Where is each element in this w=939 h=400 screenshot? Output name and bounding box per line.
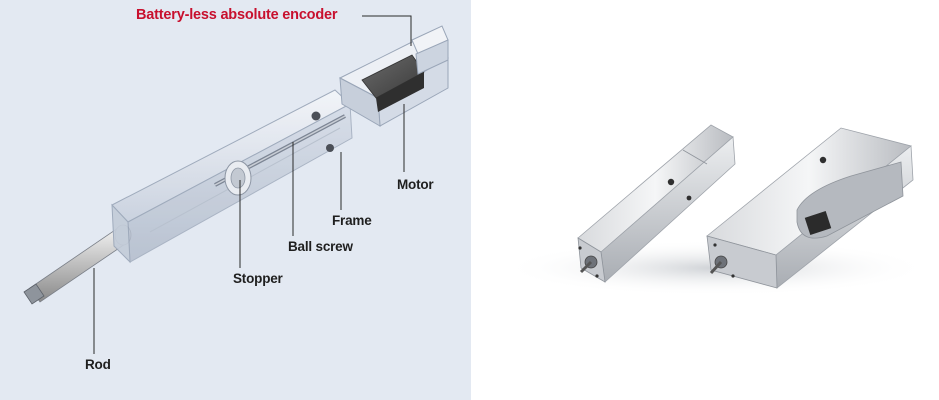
ball-screw-label: Ball screw [288,239,353,254]
wide-actuator-shape [706,127,914,289]
mounting-hole [311,111,321,121]
actuator-cutaway-illustration [23,15,450,354]
stopper-label: Stopper [233,271,283,286]
stopper-shape [224,160,252,196]
actuator-product-illustration [501,124,931,296]
encoder-leader-line [362,15,412,46]
slim-actuator-shape [577,124,736,283]
frame-label: Frame [332,213,372,228]
mounting-hole [326,144,334,152]
leader-lines [93,15,412,354]
encoder-label: Battery-less absolute encoder [136,7,338,23]
actuator-cutaway-diagram: Battery-less absolute encoder Motor Fram… [0,0,471,400]
actuator-product-photo [471,0,939,400]
encoder-shape [411,25,449,75]
rod-label: Rod [85,357,111,372]
motor-label: Motor [397,177,434,192]
